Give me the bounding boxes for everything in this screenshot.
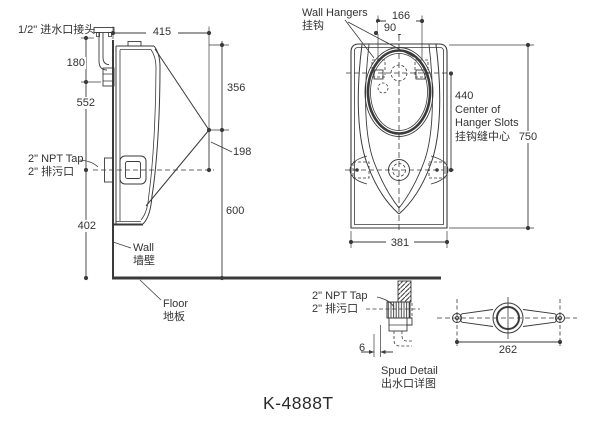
dim-262: 262 [498, 343, 518, 356]
hanger-slots-caption: 440 Center of Hanger Slots 挂钩缝中心 [455, 90, 519, 143]
dim-402: 402 [67, 220, 97, 232]
wall-hanger-slot-right [414, 59, 429, 78]
dim-6: 6 [359, 342, 366, 354]
floor-label: Floor 地板 [163, 298, 189, 323]
dim-90: 90 [378, 22, 402, 34]
inlet-connection-label: 1/2" 进水口接头 [18, 24, 96, 36]
spud-detail-drawing [361, 280, 420, 357]
dim-198: 198 [233, 146, 252, 158]
dim-166: 166 [386, 10, 416, 22]
wall-label: Wall 墙壁 [133, 242, 155, 267]
threaded-spud [386, 301, 411, 319]
dimension-dots [83, 30, 225, 281]
urinal-rim-oval [366, 49, 432, 135]
dim-415: 415 [146, 26, 178, 38]
dim-750: 750 [513, 131, 543, 143]
drain-circle [388, 159, 410, 181]
front-view-drawing [344, 19, 455, 233]
dim-180: 180 [60, 57, 86, 69]
dim-600: 600 [226, 205, 245, 217]
dim-356: 356 [227, 82, 246, 94]
wall-hangers-label: Wall Hangers 挂钩 [302, 7, 368, 32]
wall-hanger-slot-left [371, 59, 386, 78]
spud-detail-caption: Spud Detail 出水口详图 [381, 365, 438, 390]
china-section-hatch [397, 280, 412, 303]
dim-440: 440 [455, 90, 474, 102]
side-view-drawing [93, 27, 441, 280]
hanger-bracket-drawing [437, 297, 577, 346]
spud-npt-tap-label: 2" NPT Tap 2" 排污口 [312, 290, 368, 315]
side-npt-tap-label: 2" NPT Tap 2" 排污口 [28, 153, 84, 178]
dim-381: 381 [386, 237, 414, 249]
side-view-dimensions [79, 26, 233, 301]
dim-552: 552 [68, 97, 96, 109]
model-number: K-4888T [263, 393, 334, 413]
